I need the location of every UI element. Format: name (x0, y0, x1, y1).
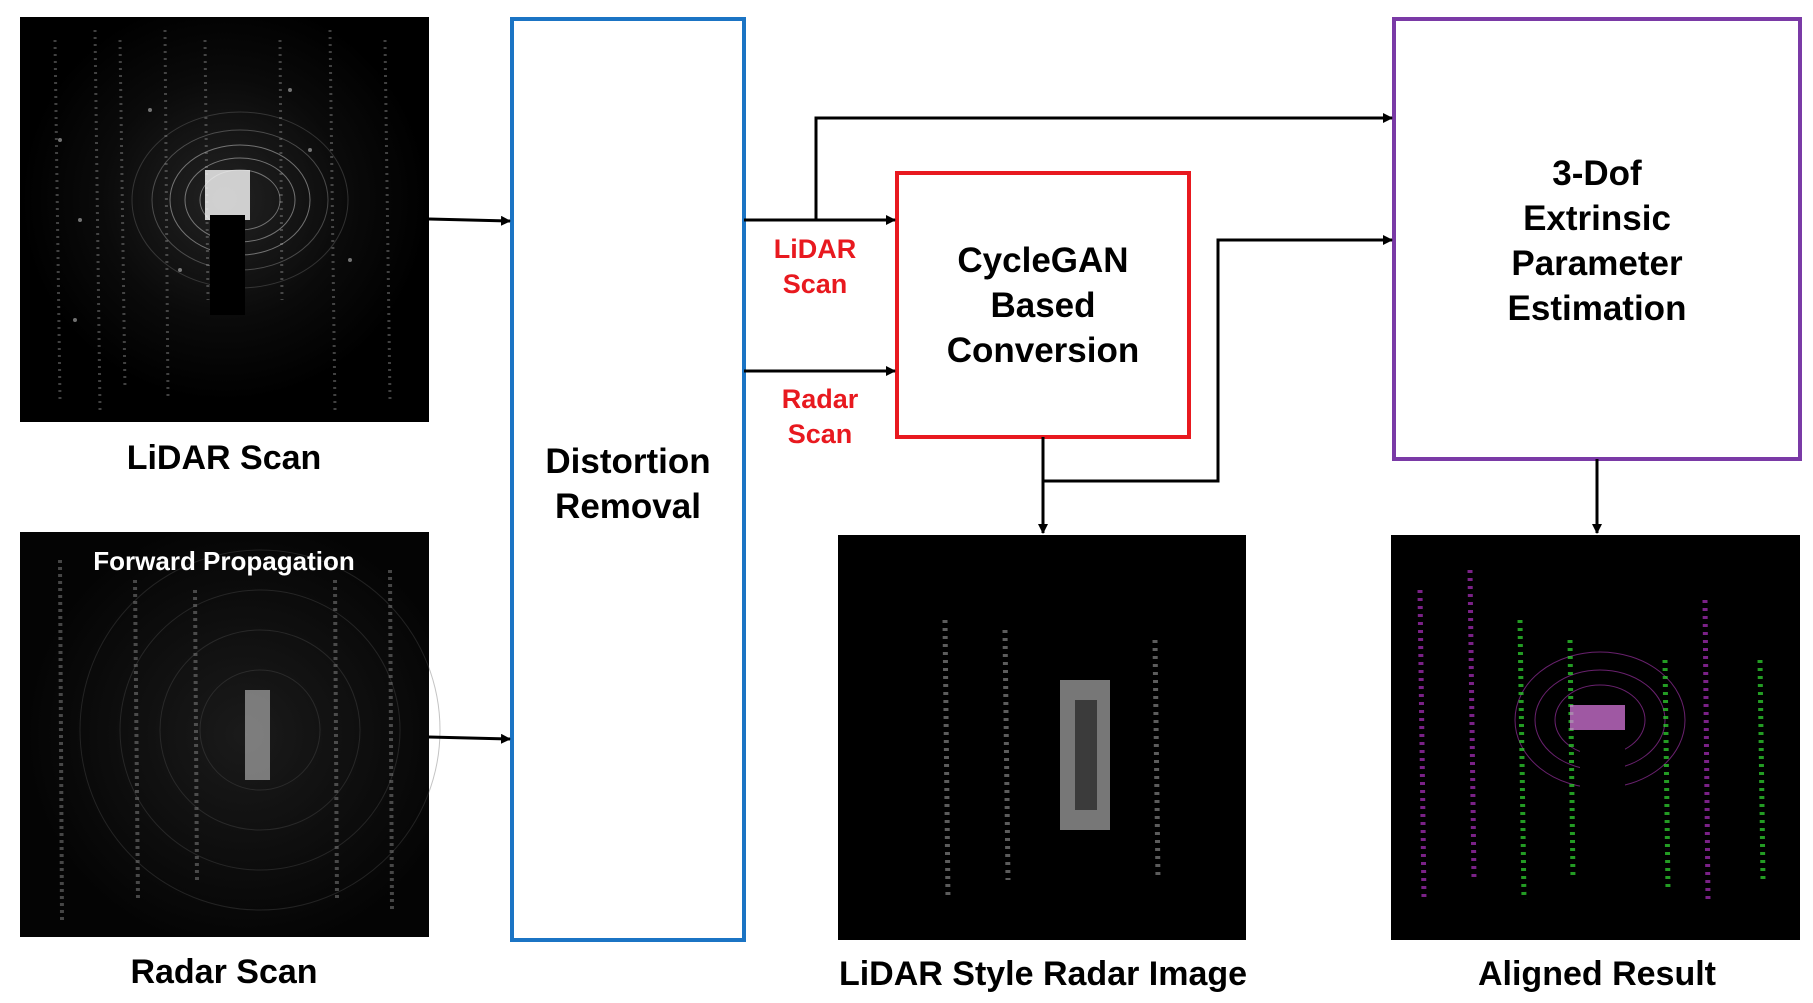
parameter-estimation-box (1392, 17, 1802, 461)
aligned-result-image (1391, 535, 1800, 940)
estimation-label-line4: Estimation (1508, 289, 1687, 328)
edge-label-lidar-line2: Scan (783, 269, 848, 299)
distortion-label-line1: Distortion (545, 442, 710, 481)
distortion-label-line2: Removal (555, 487, 701, 526)
lidar-scan-image (20, 17, 429, 422)
arrow-cyclegan-to-estimation (1043, 235, 1393, 483)
edge-label-radar-line1: Radar (782, 384, 859, 414)
edge-label-radar-line2: Scan (788, 419, 853, 449)
arrow-lidar-to-estimation (814, 113, 1393, 220)
distortion-removal-box (510, 17, 746, 942)
edge-label-lidar-line1: LiDAR (774, 234, 857, 264)
radar-scan-image (20, 532, 441, 937)
converted-radar-image (838, 535, 1246, 940)
lidar-scan-caption: LiDAR Scan (127, 439, 322, 477)
cyclegan-label-line1: CycleGAN (957, 241, 1128, 280)
estimation-label-line2: Extrinsic (1523, 199, 1671, 238)
radar-overlay-label: Forward Propagation (93, 546, 354, 576)
arrow-lidar-to-distortion (428, 215, 511, 226)
arrow-radar-to-distortion (428, 733, 511, 744)
cyclegan-label-line2: Based (990, 286, 1095, 325)
cyclegan-conversion-box (895, 171, 1191, 439)
aligned-result-caption: Aligned Result (1478, 955, 1716, 993)
radar-scan-caption: Radar Scan (130, 953, 317, 991)
converted-image-caption: LiDAR Style Radar Image (839, 955, 1247, 993)
estimation-label-line3: Parameter (1511, 244, 1683, 283)
estimation-label-line1: 3-Dof (1552, 154, 1642, 193)
cyclegan-label-line3: Conversion (947, 331, 1140, 370)
